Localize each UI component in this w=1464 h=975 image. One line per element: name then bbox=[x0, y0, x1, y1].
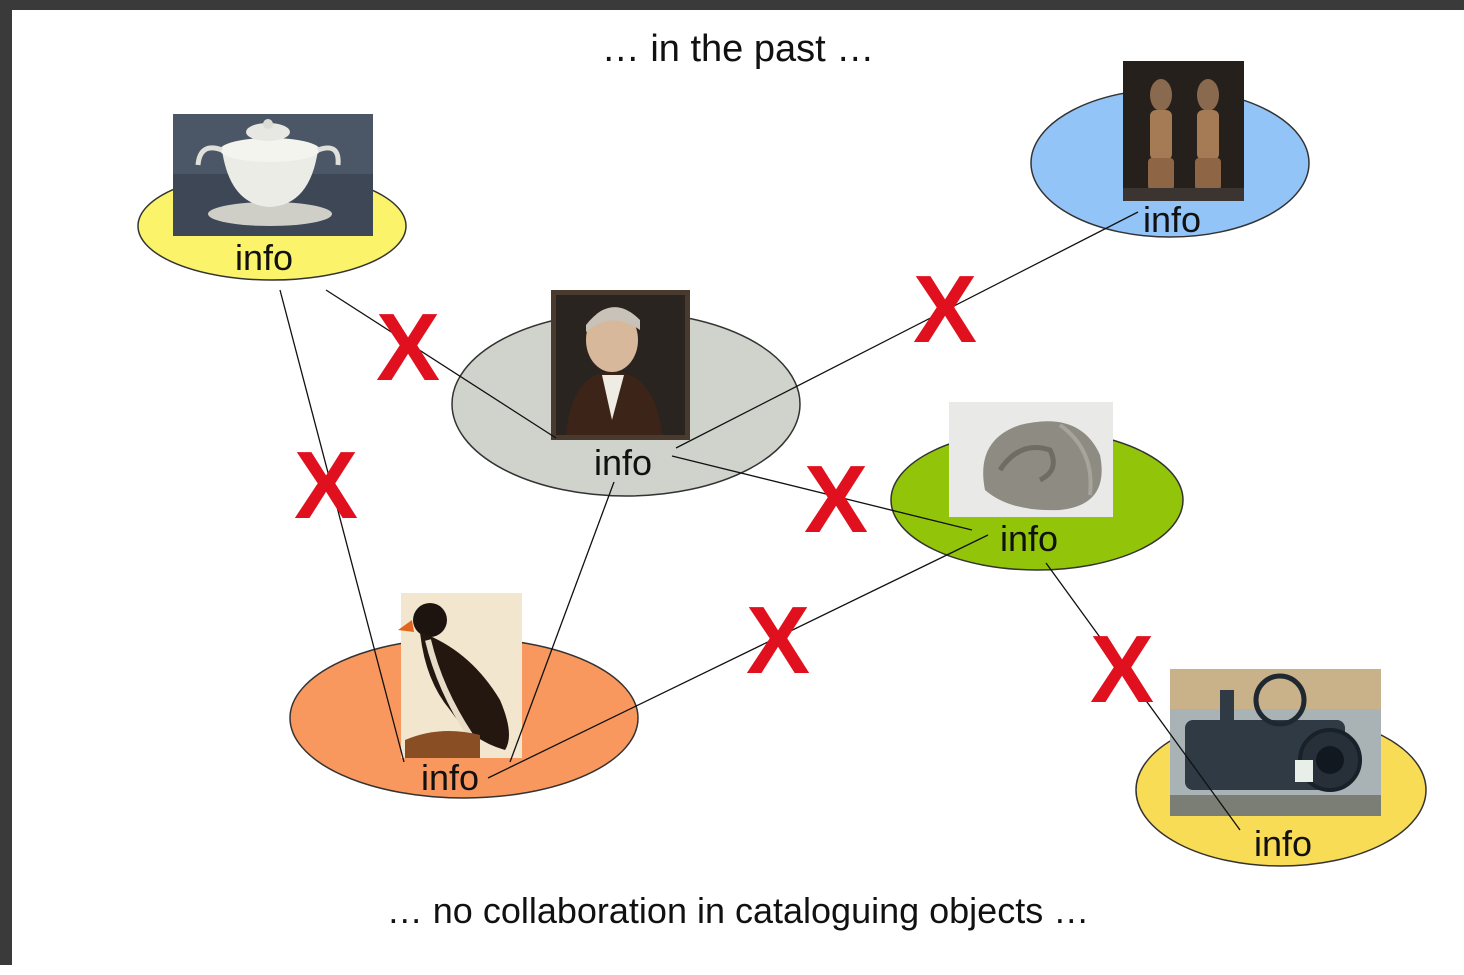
line-portrait-puffin bbox=[509, 481, 615, 763]
cross-mark: X bbox=[746, 587, 810, 694]
portrait-info-label: info bbox=[594, 442, 652, 483]
shell-info-label: info bbox=[1000, 518, 1058, 559]
cross-mark: X bbox=[376, 294, 440, 401]
cross-marks: X X X X X X bbox=[294, 256, 1154, 723]
steam-engine-photo bbox=[1170, 669, 1381, 816]
cross-mark: X bbox=[1090, 616, 1154, 723]
cross-mark: X bbox=[913, 256, 977, 363]
soup-tureen-photo bbox=[173, 114, 373, 236]
stuffed-bird-photo bbox=[398, 593, 522, 758]
connector-lines bbox=[279, 211, 1241, 831]
fossil-shell-photo bbox=[949, 402, 1113, 517]
cross-mark: X bbox=[804, 446, 868, 553]
portrait-painting-photo bbox=[551, 290, 690, 440]
slide-footer: … no collaboration in cataloguing object… bbox=[386, 890, 1090, 931]
statues-info-label: info bbox=[1143, 199, 1201, 240]
slide-title: … in the past … bbox=[601, 28, 875, 70]
cross-mark: X bbox=[294, 432, 358, 539]
line-portrait-statues bbox=[675, 211, 1139, 449]
wooden-figures-photo bbox=[1123, 61, 1244, 201]
tureen-info-label: info bbox=[235, 237, 293, 278]
line-shell-puffin bbox=[487, 534, 989, 779]
engine-info-label: info bbox=[1254, 823, 1312, 864]
line-tureen-puffin bbox=[279, 289, 405, 763]
line-tureen-portrait bbox=[325, 289, 557, 439]
line-portrait-shell bbox=[671, 455, 973, 531]
line-shell-engine bbox=[1045, 562, 1241, 831]
puffin-info-label: info bbox=[421, 757, 479, 798]
